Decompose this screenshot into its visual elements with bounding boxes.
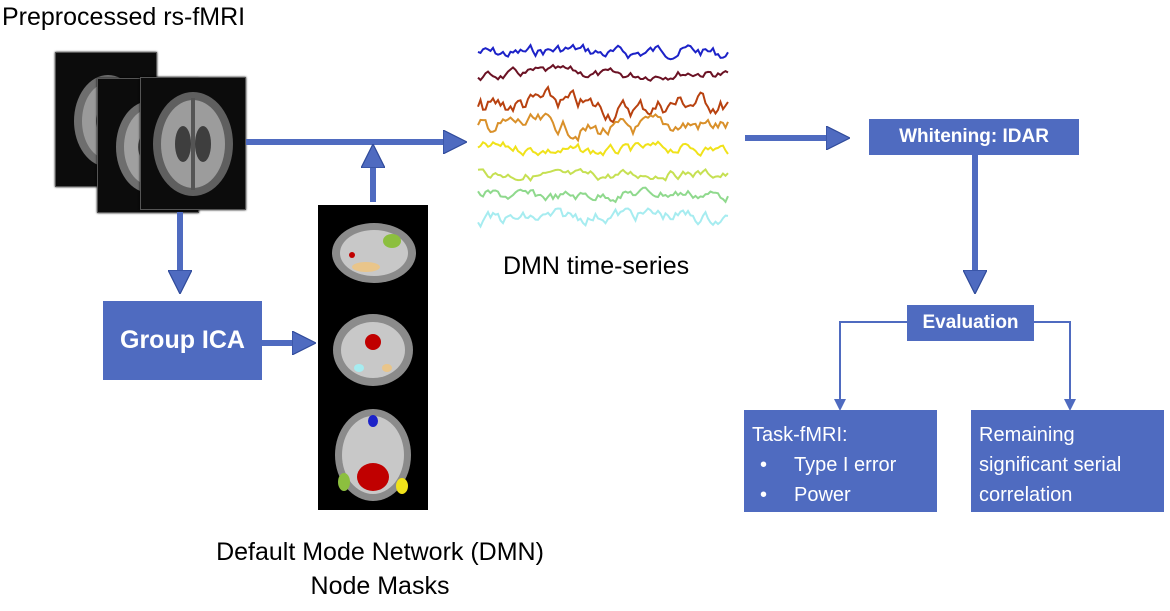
remaining-line3: correlation <box>979 484 1073 506</box>
timeseries-line-5 <box>477 140 729 158</box>
group-ica-box: Group ICA <box>103 301 262 380</box>
masks-caption-line2: Node Masks <box>310 572 450 600</box>
brain-mri-icon <box>153 92 233 196</box>
timeseries-line-8 <box>477 207 729 229</box>
dmn-masks-icon <box>332 223 416 501</box>
evaluation-box: Evaluation <box>907 305 1034 341</box>
task-item-type1: Type I error <box>752 450 929 480</box>
task-item-power: Power <box>752 480 929 510</box>
arrow-evaluation-to-remaining <box>1034 321 1076 411</box>
timeseries-line-1 <box>477 43 729 61</box>
task-fmri-list: Type I error Power <box>752 450 929 510</box>
input-title: Preprocessed rs-fMRI <box>2 3 246 31</box>
remaining-line1: Remaining <box>979 424 1075 446</box>
arrow-evaluation-to-task <box>834 321 910 411</box>
timeseries-line-6 <box>477 167 729 183</box>
whitening-box: Whitening: IDAR <box>869 119 1079 155</box>
timeseries-line-3 <box>477 85 729 124</box>
timeseries-caption: DMN time-series <box>503 252 690 280</box>
task-fmri-box: Task-fMRI: Type I error Power <box>744 410 937 512</box>
task-fmri-title: Task-fMRI: <box>752 424 848 446</box>
mri-slice-3 <box>140 77 246 210</box>
masks-caption-line1: Default Mode Network (DMN) <box>216 538 544 566</box>
remaining-line2: significant serial <box>979 454 1122 476</box>
remaining-correlation-box: Remaining significant serial correlation <box>971 410 1164 512</box>
timeseries-line-4 <box>477 112 729 143</box>
timeseries-line-2 <box>477 63 729 82</box>
dmn-mask-panel <box>318 205 428 510</box>
timeseries-line-7 <box>477 186 729 204</box>
